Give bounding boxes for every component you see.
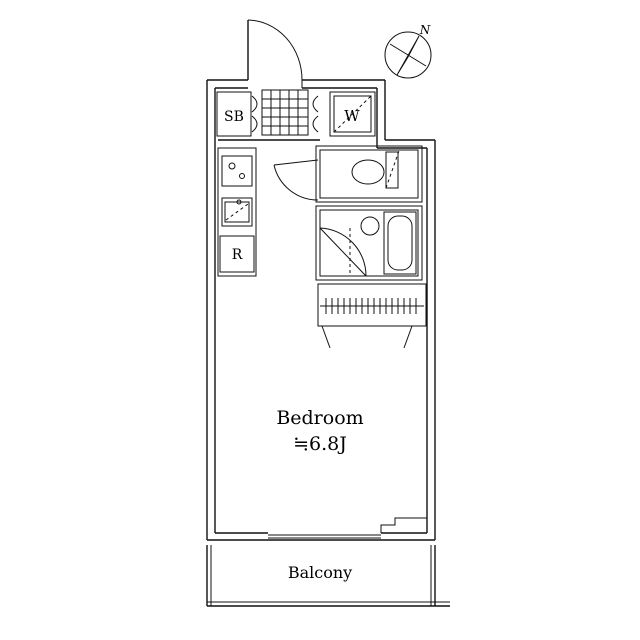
washer-label: W [344, 107, 360, 125]
burner-icon [228, 162, 236, 170]
toilet-icon [351, 147, 401, 189]
bedroom: Bedroom ≒6.8J [276, 407, 363, 455]
bedroom-label: Bedroom [276, 407, 363, 429]
genkan-tile-floor [218, 89, 320, 141]
balcony-label: Balcony [288, 563, 352, 582]
basin-icon [360, 216, 380, 236]
refrigerator-label: R [232, 247, 243, 263]
hanger-marks [325, 298, 417, 314]
north-compass: N [384, 23, 432, 79]
kitchen-counter: R [217, 147, 257, 277]
shoe-box: SB [216, 91, 319, 137]
compass-north-label: N [419, 23, 431, 37]
balcony: Balcony [206, 545, 450, 607]
faucet-icon [236, 199, 242, 205]
shoe-box-label: SB [224, 109, 244, 125]
washer-space: W [329, 91, 376, 137]
outer-walls [206, 79, 436, 541]
stove-icon [221, 155, 253, 187]
bathroom [315, 205, 423, 281]
bedroom-area: ≒6.8J [293, 433, 347, 455]
compass-circle-icon [384, 31, 432, 79]
closet [317, 283, 427, 349]
bathtub-icon [383, 211, 417, 275]
refrigerator-icon [219, 235, 255, 273]
entry-door [247, 19, 303, 88]
sink-icon [221, 197, 253, 227]
burner-icon [239, 173, 245, 179]
toilet-room [273, 145, 423, 203]
